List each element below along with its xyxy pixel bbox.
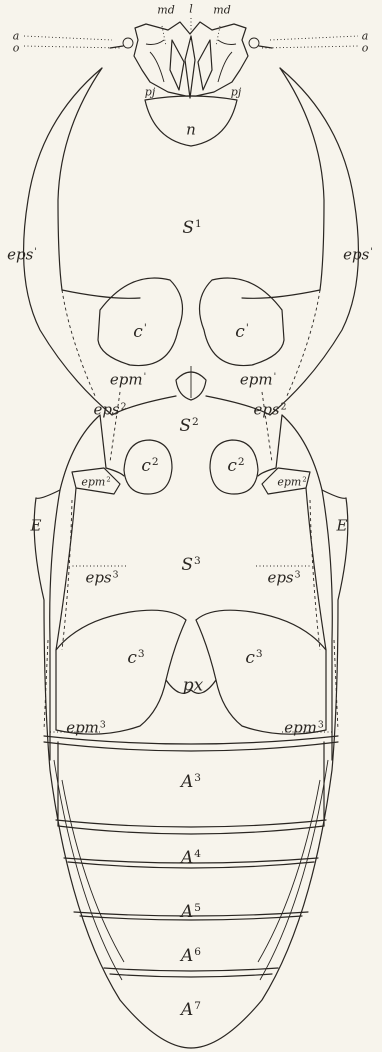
label-mesosternum: S2 — [179, 417, 198, 435]
label-epimeron-3-left: epm3 — [66, 720, 106, 735]
label-o-left: o — [13, 43, 20, 54]
label-episternum-3-right: eps3 — [267, 570, 300, 585]
label-o-right: o — [362, 43, 369, 54]
label-mandible-left: md — [157, 5, 174, 16]
label-coxa-2-right: c2 — [227, 457, 244, 475]
label-episternum-1-left: eps' — [7, 247, 37, 262]
label-elytron-right: E — [337, 519, 348, 534]
label-elytron-left: E — [31, 519, 42, 534]
label-abdominal-segment-7: A7 — [181, 1001, 201, 1019]
label-epimeron-2-right: epm2 — [277, 477, 306, 488]
label-pj-left: pj — [145, 87, 155, 98]
label-prosternum: S1 — [182, 219, 201, 237]
label-episternum-3-left: eps3 — [85, 570, 118, 585]
label-abdominal-segment-6: A6 — [181, 947, 201, 965]
dashed-sutures — [44, 290, 338, 730]
label-abdominal-segment-3: A3 — [181, 773, 201, 791]
label-episternum-2-left: eps2 — [93, 402, 126, 417]
label-episternum-1-right: eps' — [343, 247, 373, 262]
label-labrum: l — [189, 4, 193, 15]
label-epimeron-2-left: epm2 — [81, 477, 110, 488]
label-epimeron-1-right: epm' — [240, 372, 276, 387]
label-abdominal-segment-4: A4 — [181, 849, 201, 867]
label-coxa-3-right: c3 — [245, 649, 262, 667]
label-a-left: a — [13, 31, 20, 42]
label-episternum-2-right: eps2 — [253, 402, 286, 417]
label-mandible-right: md — [213, 5, 230, 16]
label-abdominal-segment-5: A5 — [181, 903, 201, 921]
head-capsule — [110, 22, 272, 98]
label-metasternum: S3 — [181, 556, 200, 574]
label-coxa-3-left: c3 — [127, 649, 144, 667]
label-pj-right: pj — [231, 87, 241, 98]
label-px: px — [183, 678, 203, 695]
label-coxa-1-left: c' — [133, 323, 146, 341]
label-epimeron-3-right: epm3 — [284, 720, 324, 735]
hind-coxae — [56, 610, 326, 734]
label-epimeron-1-left: epm' — [110, 372, 146, 387]
label-a-right: a — [362, 31, 369, 42]
label-coxa-1-right: c' — [235, 323, 248, 341]
label-coxa-2-left: c2 — [141, 457, 158, 475]
label-neck: n — [186, 123, 196, 138]
